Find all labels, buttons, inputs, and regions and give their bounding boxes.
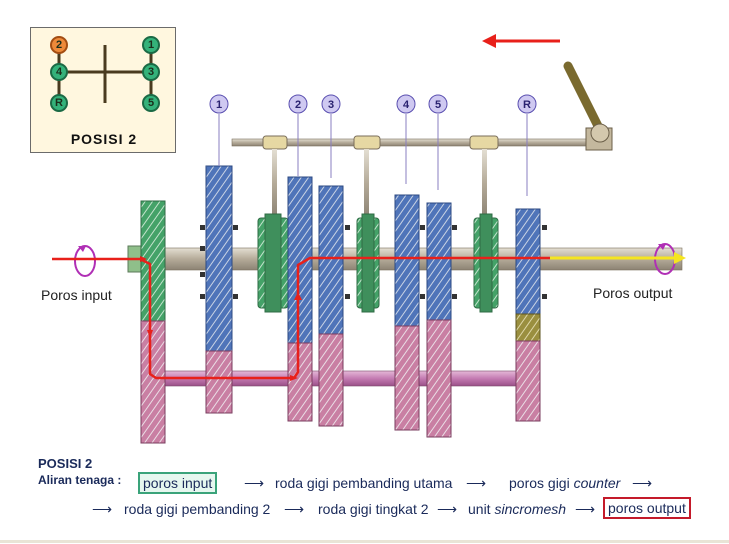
flow-arrow: ⟶ — [575, 501, 596, 517]
flow-step-4: roda gigi tingkat 2 — [318, 501, 429, 517]
gear-marker-circle — [209, 94, 229, 114]
flow-arrow: ⟶ — [284, 501, 305, 517]
flow-arrow: ⟶ — [466, 475, 487, 491]
input-shaft-label: Poros input — [41, 287, 112, 303]
shaft-bearings — [200, 225, 547, 299]
flow-heading: Aliran tenaga : — [38, 473, 122, 487]
flow-step-3: roda gigi pembanding 2 — [124, 501, 271, 517]
shift-forks — [262, 135, 499, 217]
flow-arrow: ⟶ — [437, 501, 458, 517]
gear-3-main — [318, 185, 344, 335]
flow-step-2: poros gigi counter — [509, 475, 621, 491]
shift-lever — [563, 61, 613, 151]
legend-title: POSISI 2 — [70, 131, 138, 147]
synchromesh-5-r — [473, 213, 499, 313]
gear-r-main — [515, 208, 541, 315]
power-flow-path — [52, 256, 550, 380]
shift-position-2: 2 — [50, 36, 68, 54]
gear-r-idler — [515, 313, 541, 342]
flow-arrow: ⟶ — [632, 475, 653, 491]
gear-marker-label: 5 — [435, 99, 441, 111]
bottom-divider — [0, 540, 729, 543]
gear-4-main — [394, 194, 420, 327]
gear-markers: 1 2 3 4 5 R — [209, 94, 537, 196]
synchromesh-3-4 — [356, 213, 380, 313]
position-heading: POSISI 2 — [38, 456, 93, 471]
flow-step-1: roda gigi pembanding utama — [275, 475, 453, 491]
flow-step-5: unit sincromesh — [468, 501, 567, 517]
output-shaft-label: Poros output — [593, 285, 673, 301]
gear-marker-label: 2 — [295, 99, 301, 111]
shift-position-1: 1 — [142, 36, 160, 54]
shift-position-5: 5 — [142, 94, 160, 112]
gear-marker-circle — [517, 94, 537, 114]
shift-position-3: 3 — [142, 63, 160, 81]
gear-4-counter — [394, 325, 420, 431]
gear-2-counter — [287, 342, 313, 422]
flow-end-box: poros output — [603, 497, 691, 519]
gear-marker-circle — [396, 94, 416, 114]
gear-marker-label: 3 — [328, 99, 334, 111]
flow-arrow: ⟶ — [244, 475, 265, 491]
gear-1-counter — [205, 350, 233, 414]
gear-marker-label: 4 — [403, 99, 410, 111]
gear-marker-circle — [321, 94, 341, 114]
counter-drive-gear — [140, 320, 166, 444]
gear-marker-circle — [428, 94, 448, 114]
gear-r-counter — [515, 340, 541, 422]
gear-marker-label: 1 — [216, 99, 222, 111]
flow-arrow: ⟶ — [92, 501, 113, 517]
synchromesh-1-2 — [257, 213, 289, 313]
flow-start-box: poros input — [138, 472, 218, 494]
shift-position-4: 4 — [50, 63, 68, 81]
gear-marker-circle — [288, 94, 308, 114]
selector-rod — [231, 138, 605, 147]
gear-1-main — [205, 165, 233, 352]
gear-5-counter — [426, 319, 452, 438]
gear-marker-label: R — [523, 99, 531, 111]
gear-3-counter — [318, 333, 344, 427]
input-rotation-icon — [74, 245, 96, 277]
gear-5-main — [426, 202, 452, 321]
shift-position-r: R — [50, 94, 68, 112]
